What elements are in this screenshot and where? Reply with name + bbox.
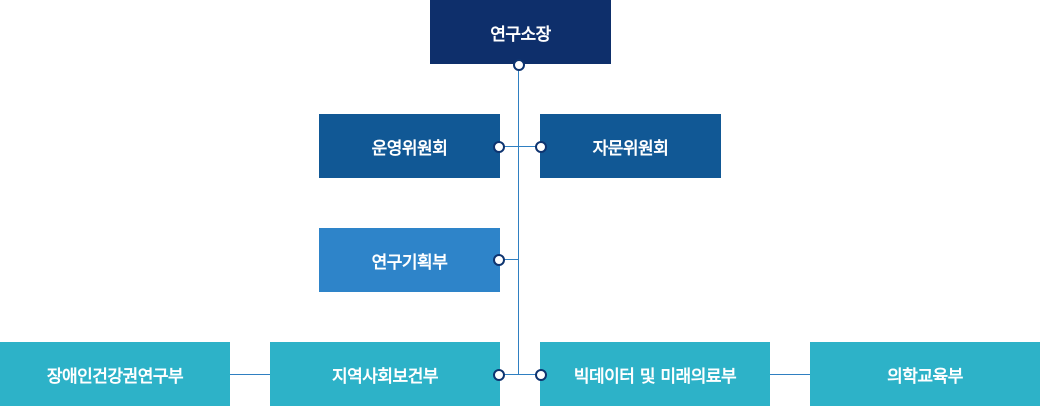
advisory-committee-box: 자문위원회 [540, 114, 721, 178]
community-health-dept-box: 지역사회보건부 [270, 342, 500, 406]
director-label: 연구소장 [490, 24, 551, 45]
left-dept-connector [230, 374, 270, 375]
community-health-dept-label: 지역사회보건부 [332, 366, 438, 387]
bigdata-dept-label: 빅데이터 및 미래의료부 [573, 366, 737, 387]
director-box: 연구소장 [430, 0, 611, 64]
bigdata-dept-box: 빅데이터 및 미래의료부 [540, 342, 770, 406]
right-dept-connector [770, 374, 810, 375]
steering-committee-dot [493, 141, 505, 153]
bottom-connector [498, 374, 540, 375]
director-connector-dot [513, 59, 525, 71]
planning-connector [498, 259, 519, 260]
community-health-dot [493, 369, 505, 381]
planning-dept-label: 연구기획부 [371, 252, 448, 273]
bigdata-dept-dot [535, 369, 547, 381]
medical-education-dept-label: 의학교육부 [887, 366, 963, 387]
planning-dept-dot [493, 254, 505, 266]
disability-rights-dept-label: 장애인건강권연구부 [46, 366, 184, 387]
steering-committee-label: 운영위원회 [371, 138, 448, 159]
steering-committee-box: 운영위원회 [319, 114, 500, 178]
advisory-committee-label: 자문위원회 [592, 138, 669, 159]
trunk-line [518, 64, 519, 374]
medical-education-dept-box: 의학교육부 [810, 342, 1040, 406]
committee-connector [498, 146, 540, 147]
planning-dept-box: 연구기획부 [319, 228, 500, 292]
advisory-committee-dot [535, 141, 547, 153]
disability-rights-dept-box: 장애인건강권연구부 [0, 342, 230, 406]
